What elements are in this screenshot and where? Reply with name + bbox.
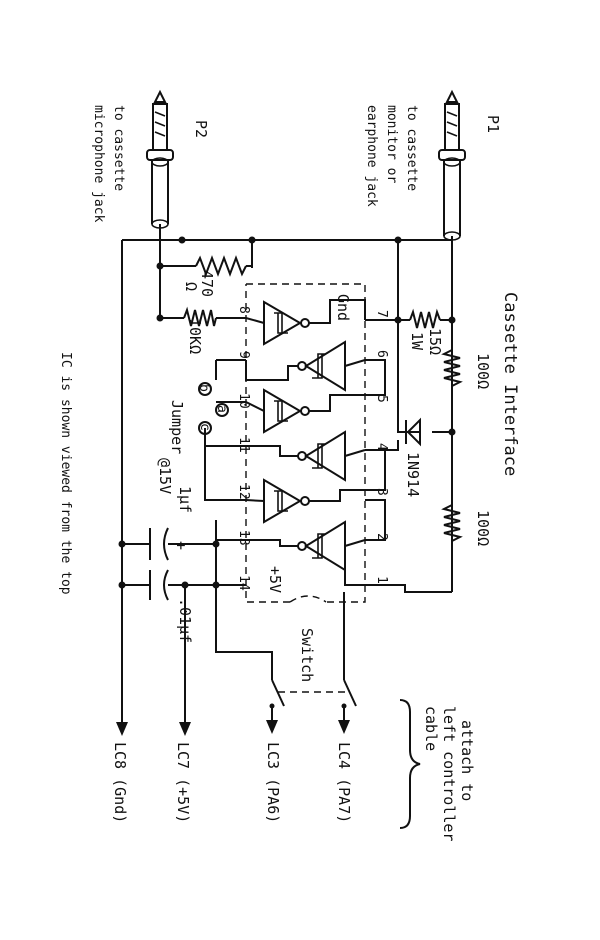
ic-pin-5: 5	[374, 395, 389, 403]
ic-pin-12: 12	[236, 484, 251, 500]
r100a-label: 100Ω	[474, 353, 492, 389]
schmitt-inverter-3-icon	[263, 388, 310, 434]
r470-value: 470	[198, 270, 216, 297]
ic-pin-10: 10	[236, 393, 251, 409]
junction-dots	[118, 236, 456, 589]
ic-vcc-label: +5V	[266, 566, 284, 593]
r100b-label: 100Ω	[474, 510, 492, 546]
p2-label: P2	[192, 120, 210, 138]
ic-pin-13: 13	[236, 530, 251, 546]
plug-p1-icon	[438, 89, 466, 244]
r15-value: 15Ω	[426, 328, 444, 355]
r10k-label: 10KΩ	[186, 318, 204, 354]
jumper-label: Jumper	[168, 400, 186, 454]
r470-unit: Ω	[182, 282, 200, 291]
ic-pin-4: 4	[374, 443, 389, 451]
ic-pin-7: 7	[374, 310, 389, 318]
ic-pin-14: 14	[236, 575, 251, 591]
lead-arrows-icon	[116, 703, 350, 736]
lead-lc4-label: LC4 (PA7)	[335, 742, 353, 823]
cap1-value: 1μf	[176, 486, 194, 513]
jumper-terminals-icon	[198, 382, 229, 435]
schmitt-inverter-1-icon	[263, 300, 310, 346]
attach-line1: attach to	[458, 720, 476, 801]
cap1-plus: +	[172, 541, 190, 550]
lead-lc3-label: LC3 (PA6)	[264, 742, 282, 823]
lead-lc8-label: LC8 (Gnd)	[111, 742, 129, 823]
schmitt-inverter-4-icon	[297, 430, 346, 482]
attach-line2: left controller	[440, 706, 458, 841]
diode-label: 1N914	[404, 452, 422, 497]
r15-rating: 1W	[408, 332, 426, 351]
ic-pin-11: 11	[236, 437, 251, 453]
capacitor-01uf-icon	[149, 569, 169, 601]
ic-pin-3: 3	[374, 488, 389, 496]
switch-label: Switch	[298, 628, 316, 682]
ic-pin-2: 2	[374, 533, 389, 541]
resistor-470-icon	[195, 255, 247, 277]
plug-p2-icon	[146, 89, 174, 229]
jumper-point-a: a	[214, 405, 229, 413]
circuit-wiring	[121, 224, 453, 722]
p2-desc-line2: microphone jack	[91, 105, 106, 223]
inverter-connections	[245, 299, 366, 586]
cap1-rating: @15V	[156, 458, 174, 494]
ic-gnd-label: Gnd	[334, 294, 352, 321]
schmitt-inverter-6-icon	[297, 520, 346, 572]
resistor-10k-icon	[183, 306, 217, 327]
capacitor-1uf-icon	[149, 527, 169, 561]
p1-desc-line2: monitor or	[384, 105, 399, 183]
diode-1n914-icon	[398, 417, 421, 447]
attach-line3: cable	[422, 706, 440, 751]
p1-desc-line3: earphone jack	[364, 105, 379, 207]
lead-lc7-label: LC7 (+5V)	[174, 742, 192, 823]
jumper-point-c: c	[197, 423, 212, 431]
ic-package-outline	[245, 283, 366, 603]
schmitt-inverter-2-icon	[297, 340, 346, 392]
schmitt-inverter-5-icon	[263, 478, 310, 524]
p1-label: P1	[484, 115, 502, 133]
resistor-15-ohm-icon	[409, 308, 441, 329]
jumper-point-b: b	[196, 384, 211, 392]
ic-pin-8: 8	[236, 306, 251, 314]
ic-pin-9: 9	[236, 351, 251, 359]
ic-pin-6: 6	[374, 350, 389, 358]
resistor-100-ohm-a-icon	[441, 349, 463, 387]
p2-desc-line1: to cassette	[111, 105, 126, 191]
ic-orientation-note: IC is shown viewed from the top	[58, 352, 73, 595]
schematic-title: Cassette Interface	[500, 292, 520, 476]
cable-brace-icon	[399, 699, 421, 829]
p1-desc-line1: to cassette	[404, 105, 419, 191]
switch-icon	[271, 679, 357, 726]
resistor-100-ohm-b-icon	[441, 504, 463, 542]
ic-pin-1: 1	[374, 576, 389, 584]
